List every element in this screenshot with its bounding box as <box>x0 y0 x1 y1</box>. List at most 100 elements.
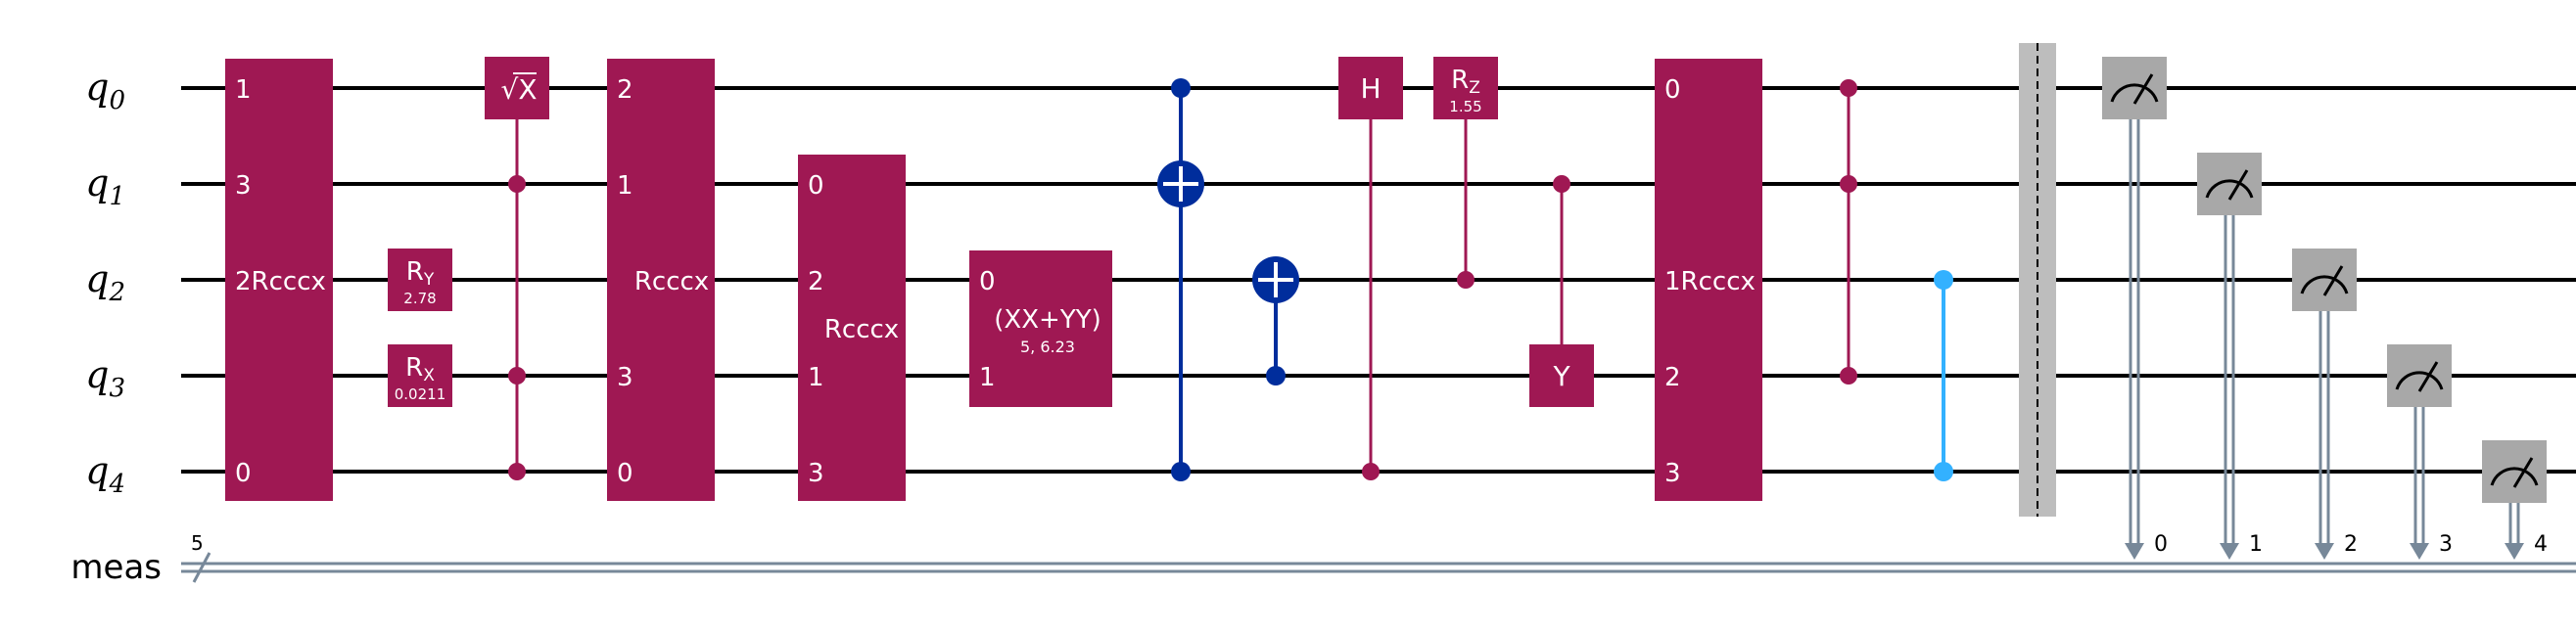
gate-xxyy: 0 (XX+YY) 5, 6.23 1 <box>969 250 1112 407</box>
gate-crz-param: 1.55 <box>1449 98 1481 115</box>
gate-rcccx-2-box <box>607 59 715 501</box>
measurements: 0 1 2 3 <box>2102 57 2548 560</box>
gate-crz-label: RZ <box>1451 66 1480 98</box>
gate-cz-control-q2 <box>1934 270 1953 290</box>
meter-icon <box>2205 179 2254 199</box>
gate-rcccx-3-pin-q4: 3 <box>808 459 824 488</box>
gate-cc-control-q0 <box>1840 79 1857 97</box>
gate-cy: Y <box>1529 175 1594 407</box>
gate-cc-control-q1 <box>1840 175 1857 193</box>
gate-rcccx-2-pin-q1: 1 <box>617 171 633 201</box>
gate-ch: H <box>1338 57 1403 480</box>
gate-ry-box <box>388 249 452 311</box>
meter-needle <box>2417 361 2439 392</box>
gate-rcccx-3-box <box>798 155 906 501</box>
gate-rcccx-3-pin-q2: 2 <box>808 267 824 296</box>
creg-size-label: 5 <box>191 531 204 555</box>
measure-q2: 2 <box>2292 249 2358 560</box>
meter-icon <box>2110 83 2159 103</box>
meter-icon <box>2395 371 2444 390</box>
gate-ccx <box>1157 78 1204 481</box>
measure-q4-bit: 4 <box>2534 532 2548 557</box>
gate-xxyy-label: (XX+YY) <box>994 305 1101 335</box>
gate-crz: RZ 1.55 <box>1433 57 1498 289</box>
measure-q1-arrow <box>2220 543 2239 560</box>
gate-ch-label: H <box>1360 72 1381 105</box>
gate-cx-control-q3 <box>1266 366 1286 385</box>
gate-ry: RY 2.78 <box>388 249 452 311</box>
gate-csx-label: √X <box>500 73 537 106</box>
gate-rcccx-1-pin-q1: 3 <box>235 171 252 201</box>
gate-rcccx-4: 0 1Rcccx 2 3 <box>1655 59 1762 501</box>
gate-csx-control-q4 <box>508 463 526 480</box>
gate-cc-control-q3 <box>1840 367 1857 385</box>
meter-needle <box>2132 73 2154 105</box>
gate-rcccx-1-box <box>225 59 333 501</box>
gate-cz <box>1934 270 1953 481</box>
gate-rcccx-2-pin-q3: 3 <box>617 363 633 392</box>
measure-q4-arrow <box>2505 543 2524 560</box>
gate-csx: √X <box>485 57 549 480</box>
gate-rcccx-4-label: 1Rcccx <box>1664 267 1756 296</box>
gate-ry-label: RY <box>406 257 435 290</box>
gate-rcccx-4-pin-q4: 3 <box>1664 459 1681 488</box>
gate-rcccx-4-box <box>1655 59 1762 501</box>
measure-q0: 0 <box>2102 57 2168 560</box>
qubit-label-1: q1 <box>85 161 125 211</box>
gate-crz-control-q2 <box>1457 271 1475 289</box>
gate-xxyy-box <box>969 250 1112 407</box>
register-labels: q0 q1 q2 q3 q4 meas <box>70 66 162 587</box>
qubit-wires <box>181 86 2576 474</box>
gate-cy-control-q1 <box>1553 175 1570 193</box>
gate-rcccx-3-pin-q3: 1 <box>808 363 824 392</box>
qubit-label-3: q3 <box>85 353 125 403</box>
gate-rcccx-2: 2 1 Rcccx 3 0 <box>607 59 715 501</box>
creg-label: meas <box>70 548 162 587</box>
gate-rcccx-2-pin-q0: 2 <box>617 75 633 105</box>
gate-cx <box>1252 256 1299 385</box>
gate-csx-box <box>485 57 549 119</box>
gate-rcccx-1: 1 3 2Rcccx 0 <box>225 59 333 501</box>
gate-rx-param: 0.0211 <box>395 385 446 403</box>
qubit-label-0: q0 <box>85 66 125 115</box>
gate-rcccx-1-label: 2Rcccx <box>235 267 326 296</box>
gate-rcccx-1-pin-q0: 1 <box>235 75 252 105</box>
measure-q0-box <box>2102 57 2167 119</box>
measure-q2-box <box>2292 249 2357 311</box>
meter-icon <box>2490 467 2539 486</box>
measure-q0-bit: 0 <box>2154 532 2168 557</box>
meter-icon <box>2300 275 2349 294</box>
measure-q2-arrow <box>2315 543 2334 560</box>
gate-ccx-control-q4 <box>1171 462 1191 481</box>
gate-rcccx-1-pin-q4: 0 <box>235 459 252 488</box>
gate-rx-label: RX <box>405 353 435 385</box>
measure-q4-box <box>2482 440 2547 503</box>
qubit-label-2: q2 <box>85 257 125 307</box>
gate-rcccx-4-pin-q3: 2 <box>1664 363 1681 392</box>
gate-rcccx-4-pin-q0: 0 <box>1664 75 1681 105</box>
measure-q4: 4 <box>2482 440 2548 560</box>
gate-csx-control-q3 <box>508 367 526 385</box>
gate-cc-multi-control <box>1840 79 1857 385</box>
gate-rcccx-3-label: Rcccx <box>824 315 899 344</box>
measure-q3-box <box>2387 344 2452 407</box>
gate-cz-control-q4 <box>1934 462 1953 481</box>
gate-rcccx-2-label: Rcccx <box>634 267 709 296</box>
measure-q1-bit: 1 <box>2249 532 2263 557</box>
gate-ch-control-q4 <box>1362 463 1380 480</box>
classical-register: 5 <box>181 531 2576 583</box>
gate-ry-param: 2.78 <box>403 290 436 307</box>
meter-needle <box>2322 265 2344 296</box>
gate-rcccx-3-pin-q1: 0 <box>808 171 824 201</box>
gate-ch-box <box>1338 57 1403 119</box>
gate-crz-box <box>1433 57 1498 119</box>
qubit-label-4: q4 <box>85 449 125 499</box>
gate-xxyy-pin-q3: 1 <box>979 363 996 392</box>
gate-cy-box <box>1529 344 1594 407</box>
measure-q0-arrow <box>2125 543 2144 560</box>
measure-q1: 1 <box>2197 153 2263 560</box>
barrier <box>2019 43 2056 517</box>
gate-rcccx-3: 0 2 Rcccx 1 3 <box>798 155 906 501</box>
gate-ccx-control-q0 <box>1171 78 1191 98</box>
